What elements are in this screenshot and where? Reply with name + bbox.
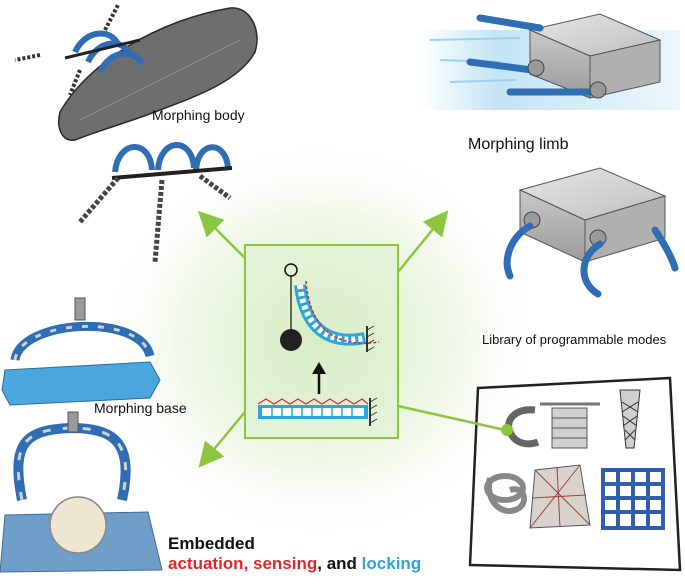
morphing-limb-label: Morphing limb [468,136,569,153]
arrow-to-morphing-body [197,210,246,259]
caption-comma-2: , [317,554,327,573]
caption-embedded: Embedded [168,534,255,553]
arrow-to-morphing-limb [397,210,449,273]
pendulum-ball [280,329,302,351]
morphing-base-label: Morphing base [94,400,187,416]
center-module-box [244,244,399,439]
morphing-body-illustration [14,4,258,263]
morphing-limb-illustration [420,13,680,298]
up-arrow-icon [312,362,326,374]
arrow-to-morphing-base [198,411,246,468]
library-illustration [468,376,682,572]
caption: Embedded actuation, sensing, and locking [168,534,421,574]
line-to-library [397,404,506,432]
caption-comma-1: , [243,554,254,573]
body-wing [58,7,258,141]
caption-and: and [326,554,362,573]
caption-locking: locking [361,554,422,573]
library-label: Library of programmable modes [482,332,667,347]
morphing-body-label: Morphing body [152,107,245,123]
morphing-base-illustration [0,297,163,573]
caption-actuation: actuation [168,554,244,573]
caption-sensing: sensing [253,554,318,573]
library-connector-dot [501,424,513,436]
